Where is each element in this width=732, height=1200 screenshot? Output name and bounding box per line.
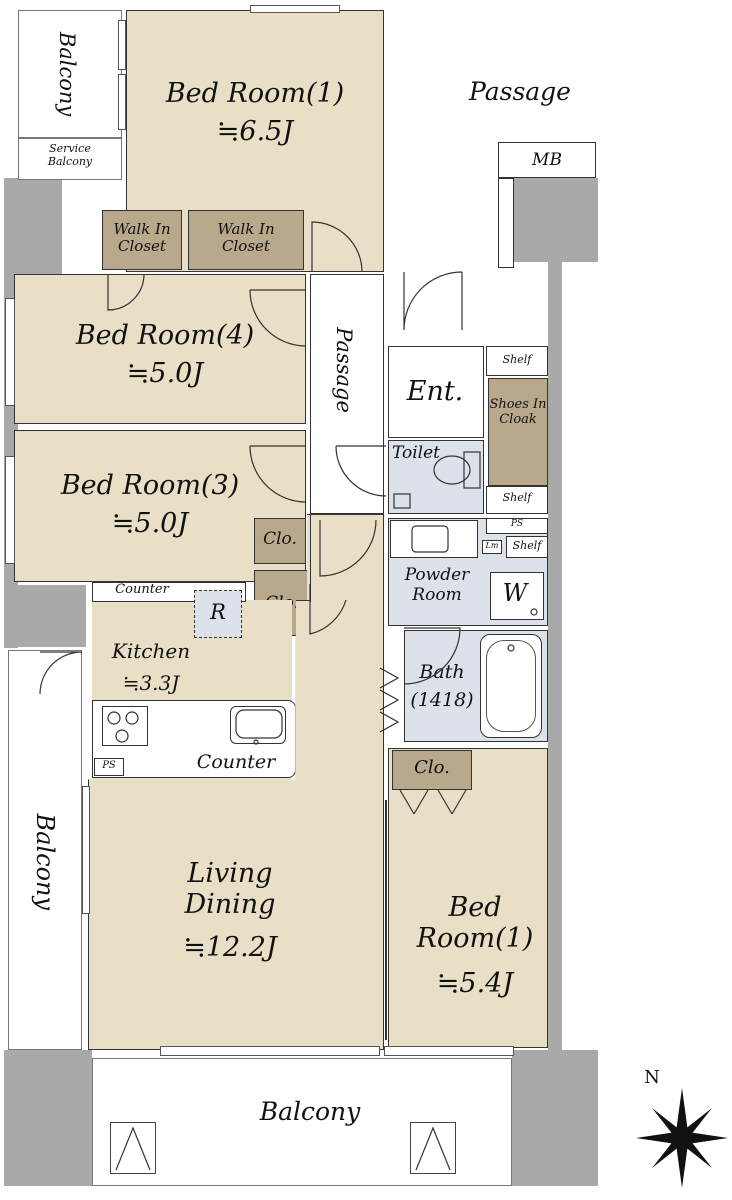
window-bed3 [5,456,15,564]
bath-size: (1418) [410,689,474,711]
entrance [388,346,484,438]
balcony-top-label: Balcony [55,31,80,117]
hatch-left [110,1122,156,1174]
laundry-mark [482,540,502,554]
bed-room-3-area: ≒5.0J [111,508,189,539]
compass-label: N [644,1067,660,1088]
shelf-mid [486,486,548,514]
wall-column-left [4,178,62,274]
meter-box-label: MB [532,150,562,170]
window-living-bottom [160,1046,380,1056]
walk-in-closet-1-label: Walk In Closet [113,220,171,256]
closet-a-label: Clo. [263,529,297,549]
bed-room-right-name: Bed Room(1) [416,892,534,955]
stove [102,706,148,746]
outer-passage-label: Passage [469,77,571,106]
bed-room-3-name: Bed Room(3) [60,470,240,501]
refrigerator [194,590,242,638]
living-dining-name: Living Dining [184,858,276,921]
living-dining-area: ≒12.2J [183,932,277,963]
walk-in-closet-2-label: Walk In Closet [217,220,275,256]
powder-room-label: Powder Room [404,565,470,605]
ps-kitchen-label: PS [102,760,116,771]
living-dining-neck [310,514,384,602]
ps-kitchen [94,758,124,776]
ps-top [486,518,548,534]
shoes-in-cloak-label: Shoes In Cloak [489,397,547,427]
shoes-in-cloak [488,378,548,486]
shelf-top-label: Shelf [502,353,532,366]
kitchen-name: Kitchen [111,639,191,663]
meter-box [498,142,596,178]
balcony-left-label: Balcony [30,813,59,911]
service-balcony-label: Service Balcony [47,142,93,168]
kitchen-area: ≒3.3J [122,671,180,695]
service-balcony [18,138,122,180]
shelf-top [486,346,548,376]
compass-icon [636,1088,728,1188]
bathtub-inner [486,640,536,732]
window-bed-right-bottom [384,1046,514,1056]
vanity [390,520,478,558]
wall-mb-column [512,178,598,262]
shelf-low-label: Shelf [512,539,542,552]
bed-room-4-area: ≒5.0J [126,358,204,389]
balcony-left [8,650,82,1050]
walk-in-closet-2 [188,210,304,270]
window-balcony-top-2 [118,74,126,130]
refrigerator-label: R [210,600,226,624]
wall-bottom-left [4,1050,92,1186]
bed-room-1-name: Bed Room(1) [165,78,345,109]
closet-c [392,750,472,790]
wall-column-mid-left [4,585,86,647]
balcony-bottom-label: Balcony [259,1097,361,1126]
walk-in-closet-1 [102,210,182,270]
living-dining-upper [296,600,384,782]
window-bed4 [5,298,15,406]
closet-c-label: Clo. [414,757,450,778]
ps-top-label: PS [510,519,524,529]
living-dining-main [88,780,384,1050]
bed-room-right-area: ≒5.4J [436,968,514,999]
bed-room-4-name: Bed Room(4) [75,320,255,351]
counter-top-label: Counter [115,582,169,597]
closet-a [254,518,306,564]
inner-passage-label: Passage [332,327,357,413]
washer-label: W [502,579,528,607]
laundry-mark-label: Lm [485,541,499,550]
hatch-right [410,1122,456,1174]
counter-bottom-label: Counter [196,751,276,773]
shelf-mid-label: Shelf [502,491,532,504]
bed-room-1-area: ≒6.5J [216,116,294,147]
window-bed1-top [250,5,340,13]
entrance-label: Ent. [406,376,464,407]
meter-box-lower [498,178,514,268]
kitchen-sink [230,706,286,744]
wall-bottom-right [512,1050,598,1186]
toilet-label: Toilet [391,443,441,463]
window-balcony-top-1 [118,20,126,70]
wall-right [548,256,562,1052]
bath-name: Bath [419,661,465,683]
shelf-low [506,536,548,558]
window-living-left [82,786,90,914]
